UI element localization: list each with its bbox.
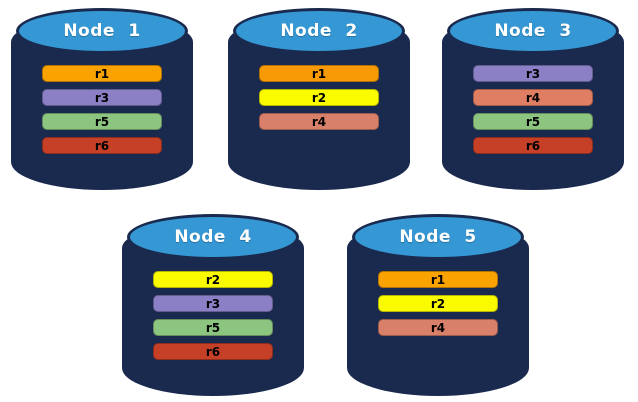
record-label: r1 [94,66,110,81]
record-label: r1 [311,66,327,81]
record-label: r5 [94,114,110,129]
record-bar: r4 [259,113,379,130]
record-label: r3 [525,66,541,81]
node-cylinder-4: Node 4 r2 r3 r5 r6 [122,214,304,398]
record-bar: r5 [153,319,273,336]
record-label: r5 [205,320,221,335]
cylinder-top-ellipse: Node 2 [233,8,405,54]
record-label: r2 [430,296,446,311]
record-bar: r3 [42,89,162,106]
node-cylinder-5: Node 5 r1 r2 r4 [347,214,529,398]
record-label: r6 [94,138,110,153]
record-bar: r4 [378,319,498,336]
record-label: r3 [94,90,110,105]
record-list: r3 r4 r5 r6 [473,65,593,154]
record-bar: r2 [378,295,498,312]
node-title: Node 2 [280,21,358,41]
record-bar: r6 [42,137,162,154]
node-title: Node 5 [399,227,477,247]
record-label: r3 [205,296,221,311]
record-label: r2 [205,272,221,287]
record-bar: r6 [473,137,593,154]
cylinder-top-ellipse: Node 1 [16,8,188,54]
record-bar: r1 [42,65,162,82]
record-list: r2 r3 r5 r6 [153,271,273,360]
record-label: r4 [525,90,541,105]
record-list: r1 r2 r4 [378,271,498,336]
record-label: r1 [430,272,446,287]
record-bar: r3 [473,65,593,82]
node-cylinder-3: Node 3 r3 r4 r5 r6 [442,8,624,192]
node-title: Node 1 [63,21,141,41]
record-label: r5 [525,114,541,129]
record-bar: r1 [259,65,379,82]
node-cylinder-1: Node 1 r1 r3 r5 r6 [11,8,193,192]
cylinder-top-ellipse: Node 5 [352,214,524,260]
record-bar: r2 [153,271,273,288]
record-label: r4 [430,320,446,335]
record-label: r2 [311,90,327,105]
record-bar: r2 [259,89,379,106]
node-title: Node 4 [174,227,252,247]
record-bar: r4 [473,89,593,106]
record-bar: r6 [153,343,273,360]
record-bar: r5 [42,113,162,130]
cylinder-top-ellipse: Node 4 [127,214,299,260]
record-bar: r3 [153,295,273,312]
record-list: r1 r3 r5 r6 [42,65,162,154]
record-label: r6 [205,344,221,359]
record-bar: r1 [378,271,498,288]
record-list: r1 r2 r4 [259,65,379,130]
record-label: r4 [311,114,327,129]
node-cylinder-2: Node 2 r1 r2 r4 [228,8,410,192]
node-title: Node 3 [494,21,572,41]
record-label: r6 [525,138,541,153]
cylinder-top-ellipse: Node 3 [447,8,619,54]
record-bar: r5 [473,113,593,130]
